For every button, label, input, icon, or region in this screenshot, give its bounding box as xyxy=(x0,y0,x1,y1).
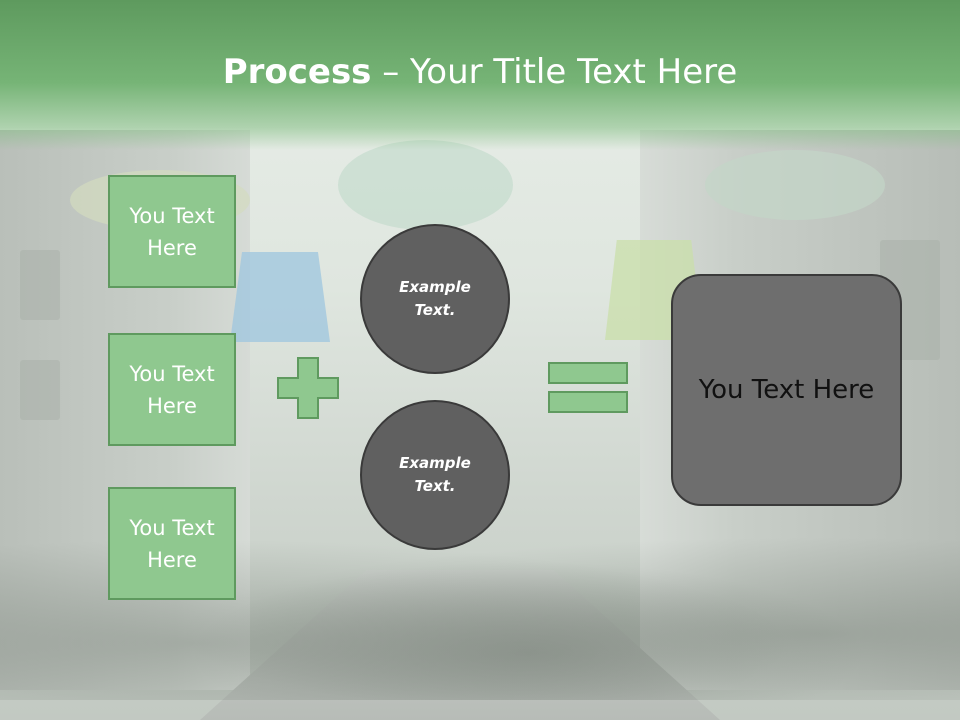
lamp-shade xyxy=(705,150,885,220)
slide-title: Process – Your Title Text Here xyxy=(0,52,960,92)
circle-label: Example Text. xyxy=(399,278,471,319)
plus-icon xyxy=(277,357,339,419)
result-label: You Text Here xyxy=(698,375,875,405)
lamp-shade xyxy=(338,140,513,230)
circle-label: Example Text. xyxy=(399,454,471,495)
result-box[interactable]: You Text Here xyxy=(671,274,902,506)
text-box-label: You Text Here xyxy=(129,361,215,418)
equals-bar-top xyxy=(548,362,628,384)
equals-bar-bottom xyxy=(548,391,628,413)
text-box-3[interactable]: You Text Here xyxy=(108,487,236,600)
title-regular-part: – Your Title Text Here xyxy=(371,52,738,92)
example-circle-1[interactable]: Example Text. xyxy=(360,224,510,374)
window xyxy=(20,250,60,320)
lamp-shade xyxy=(230,252,330,342)
window xyxy=(20,360,60,420)
text-box-label: You Text Here xyxy=(129,203,215,260)
title-banner: Process – Your Title Text Here xyxy=(0,0,960,150)
title-bold-part: Process xyxy=(222,52,372,92)
text-box-label: You Text Here xyxy=(129,515,215,572)
text-box-2[interactable]: You Text Here xyxy=(108,333,236,446)
text-box-1[interactable]: You Text Here xyxy=(108,175,236,288)
example-circle-2[interactable]: Example Text. xyxy=(360,400,510,550)
